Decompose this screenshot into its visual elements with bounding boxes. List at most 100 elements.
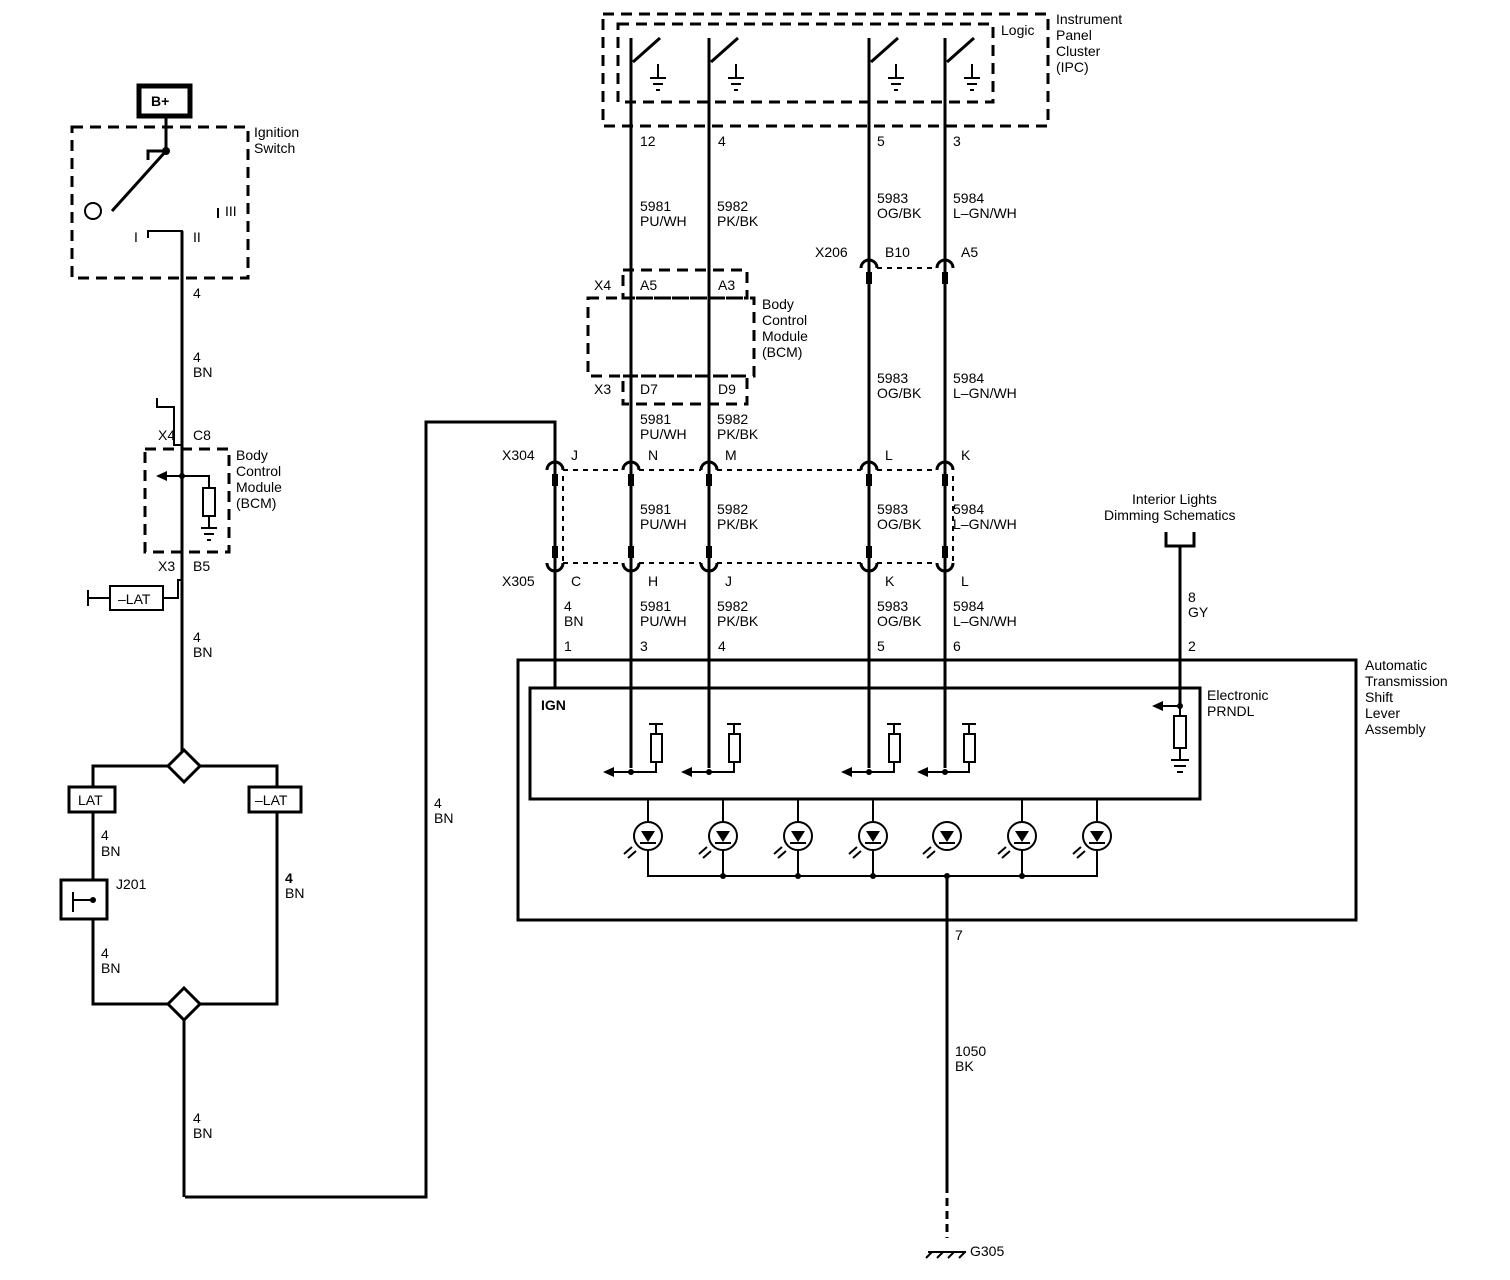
w5984-num-4: 5984 bbox=[953, 598, 984, 614]
x305-label: X305 bbox=[502, 573, 535, 589]
bn-neglat-color: BN bbox=[285, 885, 304, 901]
ipc-name-1: Instrument bbox=[1056, 11, 1122, 27]
splice-diamond-top bbox=[165, 747, 203, 785]
bcm-right-d7: D7 bbox=[640, 381, 658, 397]
w5981-num-4: 5981 bbox=[640, 598, 671, 614]
prndl-input-3 bbox=[841, 723, 901, 777]
bn-c-num: 4 bbox=[564, 598, 572, 614]
interior-lights-reference: Interior Lights Dimming Schematics 8 GY bbox=[1104, 491, 1235, 706]
w5981-color-2: PU/WH bbox=[640, 426, 687, 442]
bcm-left-lat: –LAT bbox=[118, 591, 151, 607]
w5981-color-1: PU/WH bbox=[640, 213, 687, 229]
ign-pos-1: I bbox=[134, 229, 138, 245]
bcm-left-name-4: (BCM) bbox=[236, 495, 276, 511]
w5982-color-4: PK/BK bbox=[717, 613, 759, 629]
x206-connector: X206 B10 A5 bbox=[815, 244, 978, 284]
led-indicators bbox=[623, 800, 1112, 879]
w5982-num-3: 5982 bbox=[717, 501, 748, 517]
w5984-num-1: 5984 bbox=[953, 190, 984, 206]
led-indicator-2 bbox=[698, 821, 738, 859]
x305-pin-c: C bbox=[571, 573, 581, 589]
bn-feed-color: BN bbox=[434, 810, 453, 826]
bcm-left-x3: X3 bbox=[158, 558, 175, 574]
x305-pin-j: J bbox=[725, 573, 732, 589]
w5983-color-2: OG/BK bbox=[877, 385, 922, 401]
w5984-color-2: L–GN/WH bbox=[953, 385, 1017, 401]
x305-pin-k: K bbox=[885, 573, 895, 589]
bn-neglat-num: 4 bbox=[285, 870, 293, 886]
prndl-name-1: Electronic bbox=[1207, 687, 1268, 703]
shift-lever-name-1: Automatic bbox=[1365, 657, 1427, 673]
j201-label: J201 bbox=[116, 876, 147, 892]
x304-pin-m: M bbox=[725, 447, 737, 463]
w5981-color-3: PU/WH bbox=[640, 516, 687, 532]
bcm-left-c8: C8 bbox=[193, 427, 211, 443]
ipc-switch-1 bbox=[629, 36, 666, 126]
ipc-switch-2 bbox=[707, 36, 744, 126]
x305-connector: X305 C H J K L bbox=[502, 546, 969, 589]
x206-pin-a5: A5 bbox=[961, 244, 978, 260]
j201-splice bbox=[59, 878, 109, 921]
ipc-pin-4: 4 bbox=[718, 133, 726, 149]
neg-lat-box bbox=[247, 785, 303, 814]
interior-lights-text-2: Dimming Schematics bbox=[1104, 507, 1235, 523]
w5982-color-3: PK/BK bbox=[717, 516, 759, 532]
bn-bottom-color: BN bbox=[193, 1125, 212, 1141]
bn-1-num: 4 bbox=[193, 349, 201, 365]
lever-pin-4: 4 bbox=[718, 638, 726, 654]
shift-lever-name-3: Shift bbox=[1365, 689, 1393, 705]
ipc-name-2: Panel bbox=[1056, 27, 1092, 43]
w8-num: 8 bbox=[1188, 589, 1196, 605]
w5981-num-2: 5981 bbox=[640, 411, 671, 427]
bcm-right-d9: D9 bbox=[718, 381, 736, 397]
lat-label: LAT bbox=[78, 792, 103, 808]
prndl-input-1 bbox=[603, 723, 663, 777]
ipc-name-4: (IPC) bbox=[1056, 59, 1089, 75]
ipc-switch-4 bbox=[943, 36, 980, 126]
lever-pin-7: 7 bbox=[955, 927, 963, 943]
x305-pin-l: L bbox=[961, 573, 969, 589]
shift-lever-assembly: Automatic Transmission Shift Lever Assem… bbox=[516, 638, 1448, 943]
w5983-color-4: OG/BK bbox=[877, 613, 922, 629]
bn-lat-color-2: BN bbox=[101, 960, 120, 976]
w5983-num-4: 5983 bbox=[877, 598, 908, 614]
x304-connector: X304 J N M L K bbox=[502, 447, 971, 562]
ipc-name-3: Cluster bbox=[1056, 43, 1101, 59]
w8-color: GY bbox=[1188, 604, 1209, 620]
x304-pin-j: J bbox=[571, 447, 578, 463]
neg-lat-label: –LAT bbox=[255, 792, 288, 808]
ign-label: IGN bbox=[541, 697, 566, 713]
ign-pos-2: II bbox=[193, 229, 201, 245]
w5982-color-2: PK/BK bbox=[717, 426, 759, 442]
bcm-right-name-2: Control bbox=[762, 312, 807, 328]
lever-pin-1: 1 bbox=[564, 638, 572, 654]
w5984-color-1: L–GN/WH bbox=[953, 205, 1017, 221]
prndl-input-2 bbox=[681, 723, 741, 777]
w5982-num-4: 5982 bbox=[717, 598, 748, 614]
lever-pin-6: 6 bbox=[953, 638, 961, 654]
w5982-num-1: 5982 bbox=[717, 198, 748, 214]
x305-pin-h: H bbox=[648, 573, 658, 589]
w5984-num-3: 5984 bbox=[953, 501, 984, 517]
ipc-logic-label: Logic bbox=[1001, 22, 1034, 38]
lever-pin-2: 2 bbox=[1188, 638, 1196, 654]
w5983-color-1: OG/BK bbox=[877, 205, 922, 221]
ign-switch-name-1: Ignition bbox=[254, 124, 299, 140]
ign-pos-3: III bbox=[225, 203, 237, 219]
lever-pin-5: 5 bbox=[877, 638, 885, 654]
w5983-num-3: 5983 bbox=[877, 501, 908, 517]
ipc-module: Logic Instrument Panel Cluster (IPC) 12 … bbox=[601, 11, 1122, 149]
bn-feed-num: 4 bbox=[434, 795, 442, 811]
x304-pin-n: N bbox=[648, 447, 658, 463]
lever-pin-3: 3 bbox=[640, 638, 648, 654]
prndl-dimming-input bbox=[1152, 701, 1189, 773]
bn-lat-color-1: BN bbox=[101, 843, 120, 859]
w5981-num-1: 5981 bbox=[640, 198, 671, 214]
bcm-right-module: X4 A5 A3 X3 D7 D9 Body Control Module (B… bbox=[586, 268, 808, 406]
bn-c-color: BN bbox=[564, 613, 583, 629]
shift-lever-name-5: Assembly bbox=[1365, 721, 1426, 737]
w5981-num-3: 5981 bbox=[640, 501, 671, 517]
led-indicator-4 bbox=[848, 821, 888, 859]
splice-diamond-bottom bbox=[165, 985, 203, 1023]
bcm-left-module: –LAT X4 C8 X3 B5 Body Control Module (BC… bbox=[87, 398, 282, 611]
